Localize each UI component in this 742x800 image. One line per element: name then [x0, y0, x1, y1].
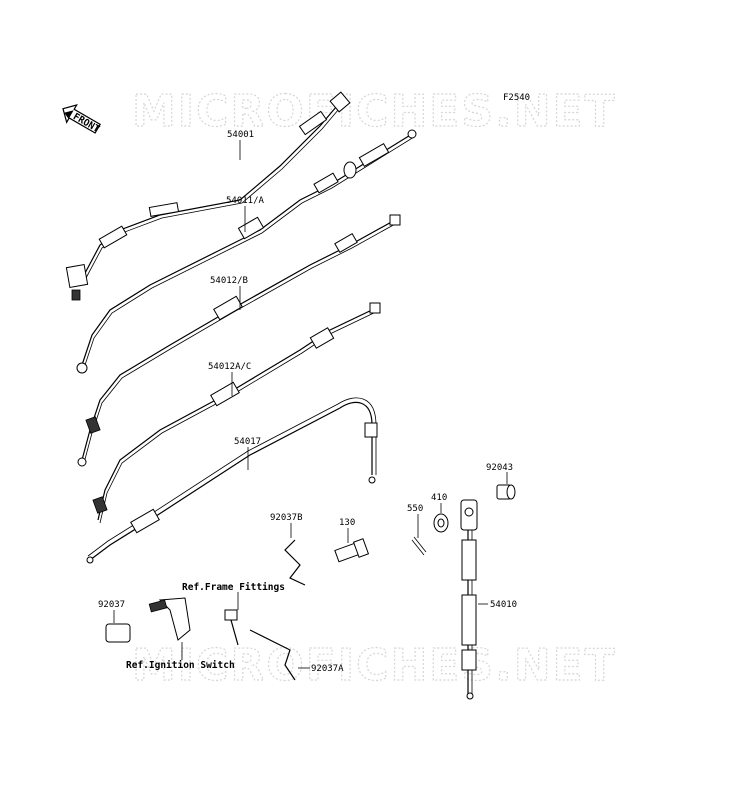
label-54011a: 54011/A — [226, 196, 265, 206]
label-54017: 54017 — [234, 437, 261, 447]
label-550: 550 — [407, 504, 423, 514]
cable-54012ac — [92, 302, 381, 524]
front-arrow-icon: FRONT — [62, 104, 102, 135]
label-92037: 92037 — [98, 600, 125, 610]
label-54001: 54001 — [227, 130, 254, 140]
bolt-92043 — [496, 484, 516, 500]
clip-92037b — [284, 539, 306, 586]
ref-ignition-switch: Ref.Ignition Switch — [126, 660, 235, 671]
bracket-ignition — [148, 597, 191, 641]
label-92043: 92043 — [486, 463, 513, 473]
cable-54011a — [76, 129, 417, 374]
cable-54001 — [65, 91, 351, 301]
front-label: FRONT — [71, 111, 102, 135]
label-54012ac: 54012A/C — [208, 362, 251, 372]
cable-54017 — [86, 397, 378, 564]
pin-550 — [411, 536, 427, 556]
bolt-130 — [334, 538, 370, 563]
clip-92037a — [249, 629, 296, 681]
bolt-frame-fittings — [224, 609, 239, 646]
label-54012b: 54012/B — [210, 276, 248, 286]
cable-54010 — [460, 499, 478, 700]
label-54010: 54010 — [490, 600, 517, 610]
label-410: 410 — [431, 493, 447, 503]
ref-frame-fittings: Ref.Frame Fittings — [182, 582, 285, 593]
label-92037a: 92037A — [311, 664, 344, 674]
watermark-top: MICROFICHES.NET — [132, 86, 617, 137]
watermark-bottom: MICROFICHES.NET — [132, 640, 617, 691]
cable-54012b — [77, 214, 401, 467]
figure-code: F2540 — [503, 93, 530, 103]
clamp-92037 — [105, 623, 131, 643]
label-130: 130 — [339, 518, 355, 528]
label-92037b: 92037B — [270, 513, 303, 523]
washer-410 — [433, 513, 449, 533]
